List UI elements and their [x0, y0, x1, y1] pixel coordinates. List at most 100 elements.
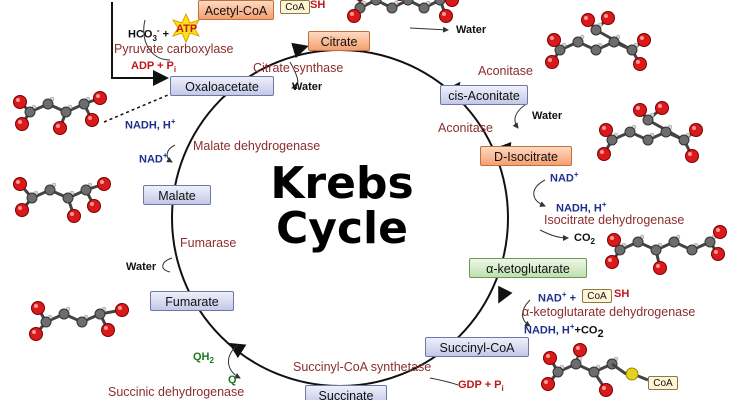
carbon-atom-icon: [704, 236, 716, 248]
oxygen-atom-icon: [633, 57, 647, 71]
oxygen-atom-icon: [15, 117, 29, 131]
carbon-atom-icon: [62, 192, 74, 204]
nadh-akg-text: NADH, H: [524, 324, 570, 337]
carbon-atom-icon: [418, 2, 430, 14]
carbon-atom-icon: [686, 244, 698, 256]
oxygen-atom-icon: [85, 113, 99, 127]
adp-pi-subscript: i: [173, 65, 177, 75]
nadh-isocitrate-label: NADH, H+: [556, 200, 607, 215]
carbon-atom-icon: [24, 106, 36, 118]
gdp-pi-text: GDP + P: [458, 379, 502, 391]
oxygen-atom-icon: [601, 11, 615, 25]
nadh-isocitrate-superscript: +: [601, 200, 607, 209]
citrate-synthase-label: Citrate synthase: [253, 61, 344, 75]
carbon-atom-icon: [614, 244, 626, 256]
succinyl-coa-box: Succinyl-CoA: [425, 337, 529, 357]
oxygen-atom-icon: [13, 177, 27, 191]
aconitase-label-1: Aconitase: [478, 64, 533, 78]
oxygen-atom-icon: [605, 255, 619, 269]
oxygen-atom-icon: [655, 101, 669, 115]
co2-akg-text: CO: [580, 324, 598, 337]
oxygen-atom-icon: [347, 9, 361, 23]
oxygen-atom-icon: [15, 203, 29, 217]
malate-dehydrogenase-label: Malate dehydrogenase: [193, 139, 321, 153]
carbon-atom-icon: [624, 126, 636, 138]
carbon-atom-icon: [76, 316, 88, 328]
gdp-pi-label: GDP + Pi: [458, 379, 504, 393]
nadh-malate-label: NADH, H+: [125, 117, 176, 132]
title-line-1: Krebs: [270, 158, 414, 209]
d-isocitrate-box: D-Isocitrate: [480, 146, 572, 166]
carbon-atom-icon: [552, 366, 564, 378]
oxygen-atom-icon: [685, 149, 699, 163]
nadh-malate-superscript: +: [170, 117, 176, 126]
carbon-atom-icon: [590, 24, 602, 36]
oxygen-atom-icon: [87, 199, 101, 213]
carbon-atom-icon: [94, 308, 106, 320]
oxygen-atom-icon: [545, 55, 559, 69]
oxygen-atom-icon: [607, 233, 621, 247]
oxaloacetate-box: Oxaloacetate: [170, 76, 274, 96]
carbon-atom-icon: [402, 0, 414, 6]
cis-aconitate-box: cis-Aconitate: [440, 85, 528, 105]
carbon-atom-icon: [554, 44, 566, 56]
adp-pi-text: ADP + P: [131, 60, 174, 72]
carbon-atom-icon: [44, 184, 56, 196]
coa-tag-succinyl: CoA: [648, 376, 678, 390]
carbon-atom-icon: [632, 236, 644, 248]
oxygen-atom-icon: [29, 327, 43, 341]
carbon-atom-icon: [678, 134, 690, 146]
carbon-atom-icon: [642, 114, 654, 126]
carbon-atom-icon: [572, 36, 584, 48]
carbon-atom-icon: [60, 106, 72, 118]
oxygen-atom-icon: [396, 0, 404, 1]
hco3-text: HCO: [128, 28, 153, 41]
acetyl-coa-box: Acetyl-CoA: [198, 0, 274, 20]
atp-label: ATP: [176, 23, 198, 35]
co2-isocitrate-subscript: 2: [590, 237, 595, 247]
nad-malate-label: NAD+: [139, 151, 168, 166]
oxygen-atom-icon: [713, 225, 727, 239]
sh-label-akg: SH: [614, 288, 630, 300]
water-aconitase-label: Water: [532, 110, 563, 122]
akg-dehydrogenase-label: α-ketoglutarate dehydrogenase: [522, 305, 696, 319]
oxygen-atom-icon: [599, 123, 613, 137]
nadh-akg-superscript: +: [569, 322, 575, 331]
oxygen-atom-icon: [445, 0, 459, 7]
fumarase-label: Fumarase: [180, 236, 237, 250]
oxygen-atom-icon: [599, 383, 613, 397]
oxygen-atom-icon: [573, 343, 587, 357]
succinyl-coa-synthetase-label: Succinyl-CoA synthetase: [293, 360, 432, 374]
oxygen-atom-icon: [653, 261, 667, 275]
nadh-akg-label: NADH, H++CO2: [524, 322, 604, 340]
nad-akg-plus: +: [569, 292, 577, 305]
sulfur-atom-icon: [625, 367, 639, 381]
water-fumarase-label: Water: [126, 261, 157, 273]
oxygen-atom-icon: [97, 177, 111, 191]
carbon-atom-icon: [26, 192, 38, 204]
oxygen-atom-icon: [31, 301, 45, 315]
carbon-atom-icon: [590, 44, 602, 56]
oxygen-atom-icon: [541, 377, 555, 391]
citrate-box: Citrate: [308, 31, 370, 51]
carbon-atom-icon: [570, 358, 582, 370]
succinic-dehydrogenase-label: Succinic dehydrogenase: [108, 385, 245, 399]
isocitrate-dehydrogenase-label: Isocitrate dehydrogenase: [544, 213, 685, 227]
qh2-label: QH2: [193, 351, 214, 365]
carbon-atom-icon: [642, 134, 654, 146]
nad-isocitrate-superscript: +: [573, 170, 579, 179]
co2-isocitrate-text: CO: [574, 232, 591, 244]
oxygen-atom-icon: [689, 123, 703, 137]
nadh-akg-plus: +: [574, 324, 581, 337]
oxygen-atom-icon: [543, 351, 557, 365]
sh-label-top: SH: [310, 0, 326, 11]
molecule-illustrations: [13, 0, 727, 397]
succinate-box: Succinate: [305, 385, 387, 400]
carbon-atom-icon: [650, 244, 662, 256]
nadh-malate-text: NADH, H: [125, 119, 171, 132]
oxygen-atom-icon: [356, 0, 364, 1]
gdp-pi-subscript: i: [501, 384, 504, 394]
co2-akg-subscript: 2: [597, 327, 604, 340]
feeder-arrows: [103, 2, 569, 386]
